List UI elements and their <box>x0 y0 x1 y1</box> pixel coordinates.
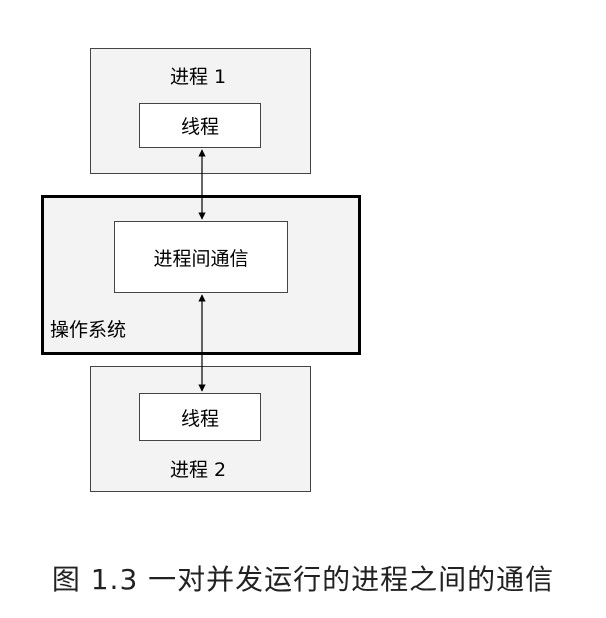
ipc-label: 进程间通信 <box>153 247 249 270</box>
process-1-thread-box: 线程 <box>139 103 261 148</box>
ipc-box: 进程间通信 <box>114 221 288 293</box>
os-label: 操作系统 <box>50 319 127 341</box>
process-2-title: 进程 2 <box>170 459 227 481</box>
process-1-thread-label: 线程 <box>180 116 219 138</box>
figure-caption: 图 1.3 一对并发运行的进程之间的通信 <box>51 563 555 596</box>
process-2-thread-label: 线程 <box>180 407 219 430</box>
process-2-thread-box: 线程 <box>139 393 261 441</box>
process-1-title: 进程 1 <box>170 66 227 88</box>
